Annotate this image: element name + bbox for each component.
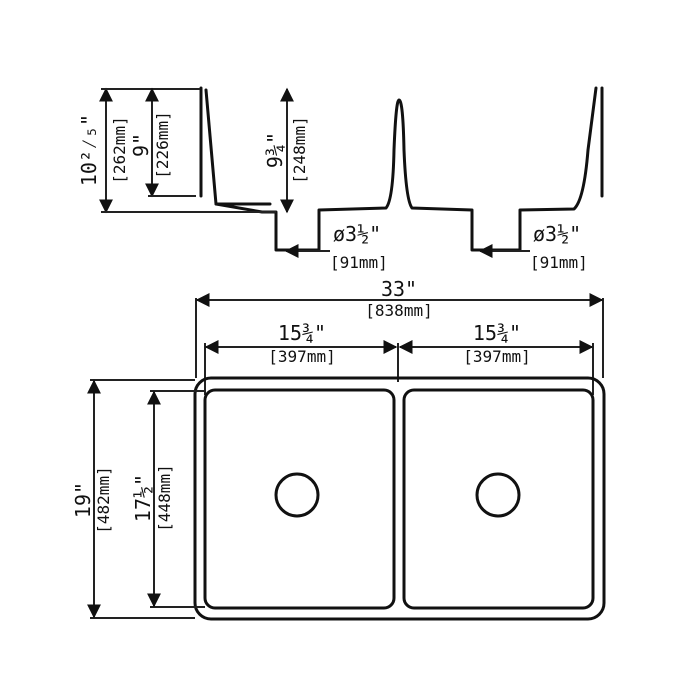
right-bowl-width-inch: 15¾" — [473, 321, 521, 345]
sink-outer-rim — [193, 376, 606, 621]
overall-height-inch: 10²⁄₅" — [77, 114, 101, 186]
bowl-depth-mm: [448mm] — [155, 464, 174, 531]
left-bowl-width-mm: [397mm] — [268, 347, 335, 366]
side-section-view: 10²⁄₅" [262mm] 9" [226mm] 9¾" [248mm] ø3… — [77, 86, 604, 272]
left-bowl-width-inch: 15¾" — [278, 321, 326, 345]
top-plan-view: 33" [838mm] 15¾" [397mm] 15¾" [397mm] 19… — [71, 277, 606, 621]
inner-depth-mm: [226mm] — [153, 111, 172, 178]
right-drain-hole — [475, 472, 521, 518]
overall-width-inch: 33" — [381, 277, 417, 301]
overall-width-mm: [838mm] — [365, 301, 432, 320]
drain-right-mm: [91mm] — [530, 253, 588, 272]
front-depth-inch: 9¾" — [263, 132, 287, 168]
overall-depth-mm: [482mm] — [94, 466, 113, 533]
left-bowl — [203, 388, 396, 610]
left-bowl-profile — [204, 86, 598, 252]
inner-depth-inch: 9" — [129, 133, 153, 157]
drain-left-inch: ø3½" — [333, 222, 381, 246]
bowl-depth-inch: 17½" — [131, 474, 155, 522]
drain-right-inch: ø3½" — [533, 222, 581, 246]
drain-left-mm: [91mm] — [330, 253, 388, 272]
right-bowl-width-mm: [397mm] — [463, 347, 530, 366]
overall-depth-inch: 19" — [71, 482, 95, 518]
front-depth-mm: [248mm] — [290, 116, 309, 183]
overall-height-mm: [262mm] — [110, 116, 129, 183]
left-drain-hole — [274, 472, 320, 518]
right-bowl — [402, 388, 595, 610]
